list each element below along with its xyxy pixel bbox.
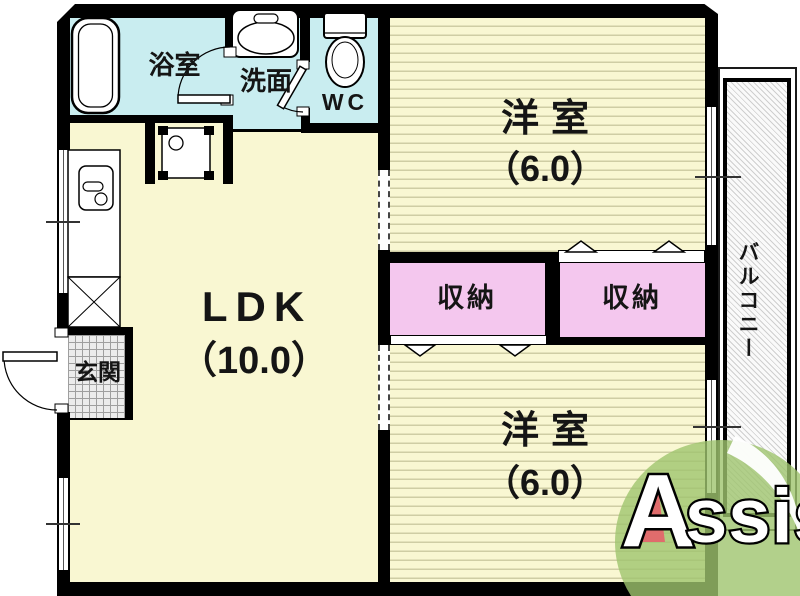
label-storage-left: 収納 xyxy=(437,283,497,313)
sliding-door-room-top xyxy=(378,170,390,250)
line-washroom-bottom xyxy=(231,129,302,132)
wall-wc-bottom xyxy=(301,123,390,133)
wall-washroom-wc xyxy=(300,4,310,62)
genkan-tile-floor xyxy=(68,335,125,420)
wall-right-b xyxy=(705,245,718,380)
wall-wc-stub xyxy=(301,108,310,133)
label-washroom: 洗面 xyxy=(239,66,292,96)
label-balcony: バルコニー xyxy=(736,241,759,361)
toilet xyxy=(323,12,367,88)
room-storage-right xyxy=(560,263,705,337)
size-room-top: （6.0） xyxy=(483,148,607,189)
wall-left-d xyxy=(57,570,70,596)
closet-door-left xyxy=(390,335,547,345)
logo-text-initial: A xyxy=(621,453,697,568)
wall-bath-bottom xyxy=(57,115,233,123)
room-storage-left xyxy=(390,263,545,337)
closet-door-direction-markers xyxy=(402,240,687,357)
label-bath: 浴室 xyxy=(148,50,201,80)
label-ldk: LDK xyxy=(201,283,313,330)
kitchen-counter xyxy=(67,149,121,278)
size-ldk: （10.0） xyxy=(179,340,329,382)
line-genkan-bottom xyxy=(68,418,125,420)
wall-closet-top xyxy=(390,252,560,263)
inspection-box xyxy=(67,276,121,328)
sliding-door-room-bottom xyxy=(378,345,390,430)
wall-bath-washroom xyxy=(225,4,235,52)
wall-left-a xyxy=(57,4,70,150)
room-western-top xyxy=(390,18,705,252)
wall-left-c xyxy=(57,412,70,478)
entrance-door xyxy=(2,327,69,414)
wall-closet-mid xyxy=(545,252,560,345)
wash-basin xyxy=(231,9,299,58)
label-room-top: 洋室 xyxy=(500,98,601,140)
size-room-bottom: （6.0） xyxy=(483,462,607,503)
wall-genkan-top xyxy=(68,327,133,335)
table xyxy=(158,126,214,180)
wall-right-a xyxy=(705,4,718,107)
logo-leaf-swoosh xyxy=(727,436,800,535)
wall-center-b xyxy=(378,250,390,345)
wall-center-c xyxy=(378,430,390,596)
label-room-bottom: 洋室 xyxy=(500,410,601,452)
label-wc: WC xyxy=(321,89,369,115)
window-center-ticks xyxy=(46,176,741,525)
bathtub xyxy=(70,16,121,115)
assist-logo: A ssist xyxy=(615,436,800,596)
bath-door xyxy=(177,46,237,106)
label-genkan: 玄関 xyxy=(75,359,121,385)
wall-genkan-right xyxy=(125,327,133,420)
wall-kitchen-stub-left xyxy=(145,122,155,184)
wall-closet-bottom xyxy=(545,337,705,345)
wc-door xyxy=(276,59,310,117)
label-storage-right: 収納 xyxy=(602,283,662,313)
wall-kitchen-stub-right xyxy=(223,122,233,184)
logo-text-rest: ssist xyxy=(685,474,800,559)
closet-door-right xyxy=(558,250,705,263)
balcony-floor xyxy=(723,78,791,517)
wall-left-b xyxy=(57,293,70,335)
logo-red-accent xyxy=(638,480,665,542)
logo-ellipse xyxy=(615,440,800,596)
